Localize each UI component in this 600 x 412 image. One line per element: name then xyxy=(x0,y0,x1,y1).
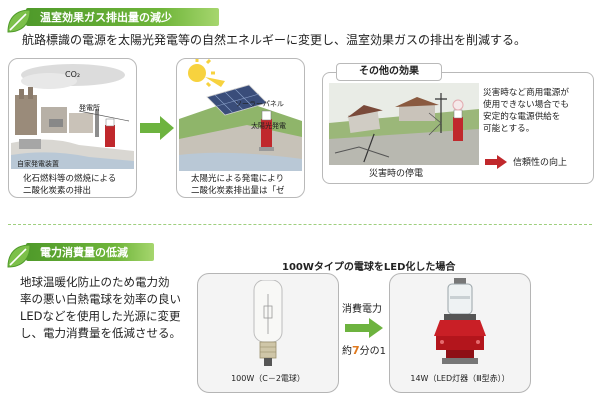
reduction-ratio: 約7分の1 xyxy=(342,344,387,357)
incandescent-caption: 100W（C－2電球） xyxy=(231,374,305,383)
section1-header-bar xyxy=(26,8,219,26)
fossil-caption: 化石燃料等の燃焼による 二酸化炭素の排出 xyxy=(23,174,117,196)
led-lamp-photo: 14W（LED灯器（Ⅲ型赤）） xyxy=(389,273,531,393)
section1-title: 温室効果ガス排出量の減少 xyxy=(40,11,172,24)
section2-header: 電力消費量の低減 xyxy=(4,241,154,268)
section2-title: 電力消費量の低減 xyxy=(40,246,128,259)
disaster-caption: 災害時の停電 xyxy=(369,169,424,179)
power-plant-label: 発電所 xyxy=(79,104,100,112)
solar-generation-label: 太陽光発電 xyxy=(251,122,286,130)
leaf-icon xyxy=(7,9,31,33)
fossil-fuel-panel: CO₂ 発電所 自家発電装置 化石燃料等の燃焼による 二酸化炭素の排出 xyxy=(8,58,137,198)
section2-description: 地球温暖化防止のため電力効 率の悪い白熱電球を効率の良い LEDなどを使用した光… xyxy=(20,275,181,340)
incandescent-bulb-icon xyxy=(253,280,283,366)
section1-header: 温室効果ガス排出量の減少 xyxy=(4,6,219,33)
incandescent-bulb-photo: 100W（C－2電球） xyxy=(197,273,339,393)
other-effects-description: 災害時など商用電源が 使用できない場合でも 安定的な電源供給を 可能とする。 xyxy=(483,88,569,134)
section-divider xyxy=(8,224,592,225)
result-arrow-icon xyxy=(485,155,507,169)
other-effects-title: その他の効果 xyxy=(336,63,442,81)
led-lamp-icon xyxy=(434,278,486,364)
solar-illustration xyxy=(179,59,302,171)
section1-intro: 航路標識の電源を太陽光発電等の自然エネルギーに変更し、温室効果ガスの排出を削減す… xyxy=(22,33,527,47)
solar-panel-label: ソーラーパネル xyxy=(235,100,284,108)
other-effects-panel: 災害時の停電 災害時など商用電源が 使用できない場合でも 安定的な電源供給を 可… xyxy=(322,72,594,184)
co2-label: CO₂ xyxy=(65,70,81,79)
disaster-illustration xyxy=(329,83,479,165)
generator-label: 自家発電装置 xyxy=(17,160,59,168)
leaf-icon xyxy=(7,244,31,268)
comparison-arrow-icon xyxy=(345,318,383,338)
transition-arrow-icon xyxy=(140,116,174,140)
led-caption: 14W（LED灯器（Ⅲ型赤）） xyxy=(410,374,510,383)
comparison-title: 100Wタイプの電球をLED化した場合 xyxy=(282,262,456,273)
ratio-number: 7 xyxy=(352,344,360,357)
reliability-result: 信頼性の向上 xyxy=(513,158,568,168)
solar-caption: 太陽光による発電により 二酸化炭素排出量は「ゼロ」。 xyxy=(191,174,285,196)
power-consumption-label: 消費電力 xyxy=(342,304,382,315)
section2-header-bar xyxy=(26,243,154,261)
solar-panel-illustration-box: ソーラーパネル 太陽光発電 太陽光による発電により 二酸化炭素排出量は「ゼロ」。 xyxy=(176,58,305,198)
fossil-fuel-illustration xyxy=(11,64,134,169)
